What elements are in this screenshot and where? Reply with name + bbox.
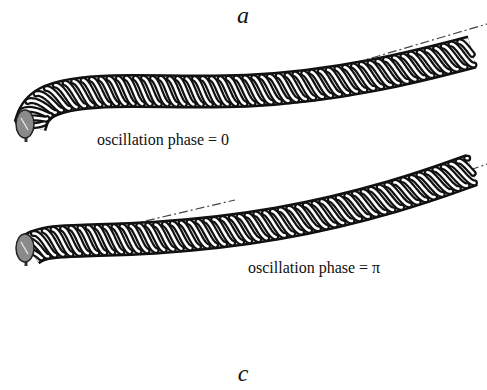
strand-highlight	[427, 172, 450, 191]
end-disc	[16, 234, 34, 262]
rope-strand	[118, 78, 133, 103]
strand-highlight	[131, 226, 147, 251]
strand-highlight	[198, 221, 216, 245]
strand-highlight	[298, 207, 319, 229]
strand-highlight	[63, 229, 80, 254]
rope-strand	[287, 75, 306, 99]
rope-strand	[385, 60, 407, 82]
strand-highlight	[153, 78, 168, 104]
disc-mark	[21, 242, 28, 254]
rope-strand	[353, 66, 373, 88]
rope-strand	[320, 71, 340, 94]
strand-highlight	[451, 44, 474, 65]
strand-highlight	[265, 213, 285, 236]
strand-highlight	[385, 60, 407, 82]
strand-highlight	[320, 71, 340, 94]
strand-highlight	[330, 200, 352, 221]
rope-outline	[30, 52, 472, 126]
rope-strand	[330, 200, 352, 221]
rope-strand	[467, 155, 468, 162]
end-disc	[16, 110, 34, 138]
twisted-rope	[16, 42, 474, 142]
strand-highlight	[287, 75, 306, 99]
rope-strand	[153, 78, 168, 104]
strand-highlight	[118, 78, 133, 103]
rope-strand	[458, 161, 473, 173]
strand-highlight	[97, 227, 113, 252]
rope-core	[30, 52, 472, 126]
phase-label: oscillation phase = π	[246, 259, 382, 277]
rope-strand	[131, 226, 147, 251]
rope-strand	[186, 79, 201, 105]
strand-highlight	[83, 80, 100, 104]
disc-mark	[21, 118, 28, 130]
strand-highlight	[467, 157, 468, 160]
panel-letter: a	[235, 2, 251, 28]
rope-strand	[427, 172, 450, 191]
rope-strand	[97, 227, 113, 252]
strand-highlight	[186, 79, 201, 105]
strand-highlight	[164, 224, 181, 248]
rope-strand	[419, 52, 441, 73]
rope-strand	[298, 207, 319, 229]
strand-highlight	[394, 182, 418, 202]
strand-highlight	[231, 218, 249, 241]
strand-highlight	[46, 88, 69, 108]
rope-strand	[231, 218, 249, 241]
strand-highlight	[220, 79, 236, 104]
rope-strand	[46, 88, 69, 108]
rope-strand	[220, 79, 236, 104]
rope-strand	[254, 78, 272, 103]
rope-strand	[394, 182, 418, 202]
strand-highlight	[254, 78, 272, 103]
rope-strand	[164, 224, 181, 248]
rope-strand	[83, 80, 100, 104]
rope-strand	[363, 191, 385, 212]
rope-strand	[451, 44, 474, 65]
strand-highlight	[419, 52, 441, 73]
panel-letter: c	[236, 360, 251, 386]
strand-highlight	[363, 191, 385, 212]
rope-strand	[198, 221, 216, 245]
twisted-rope	[16, 158, 474, 266]
strand-highlight	[458, 161, 473, 173]
rope-strand	[63, 229, 80, 254]
strand-highlight	[353, 66, 373, 88]
rope-strand	[265, 213, 285, 236]
phase-label: oscillation phase = 0	[95, 131, 231, 149]
